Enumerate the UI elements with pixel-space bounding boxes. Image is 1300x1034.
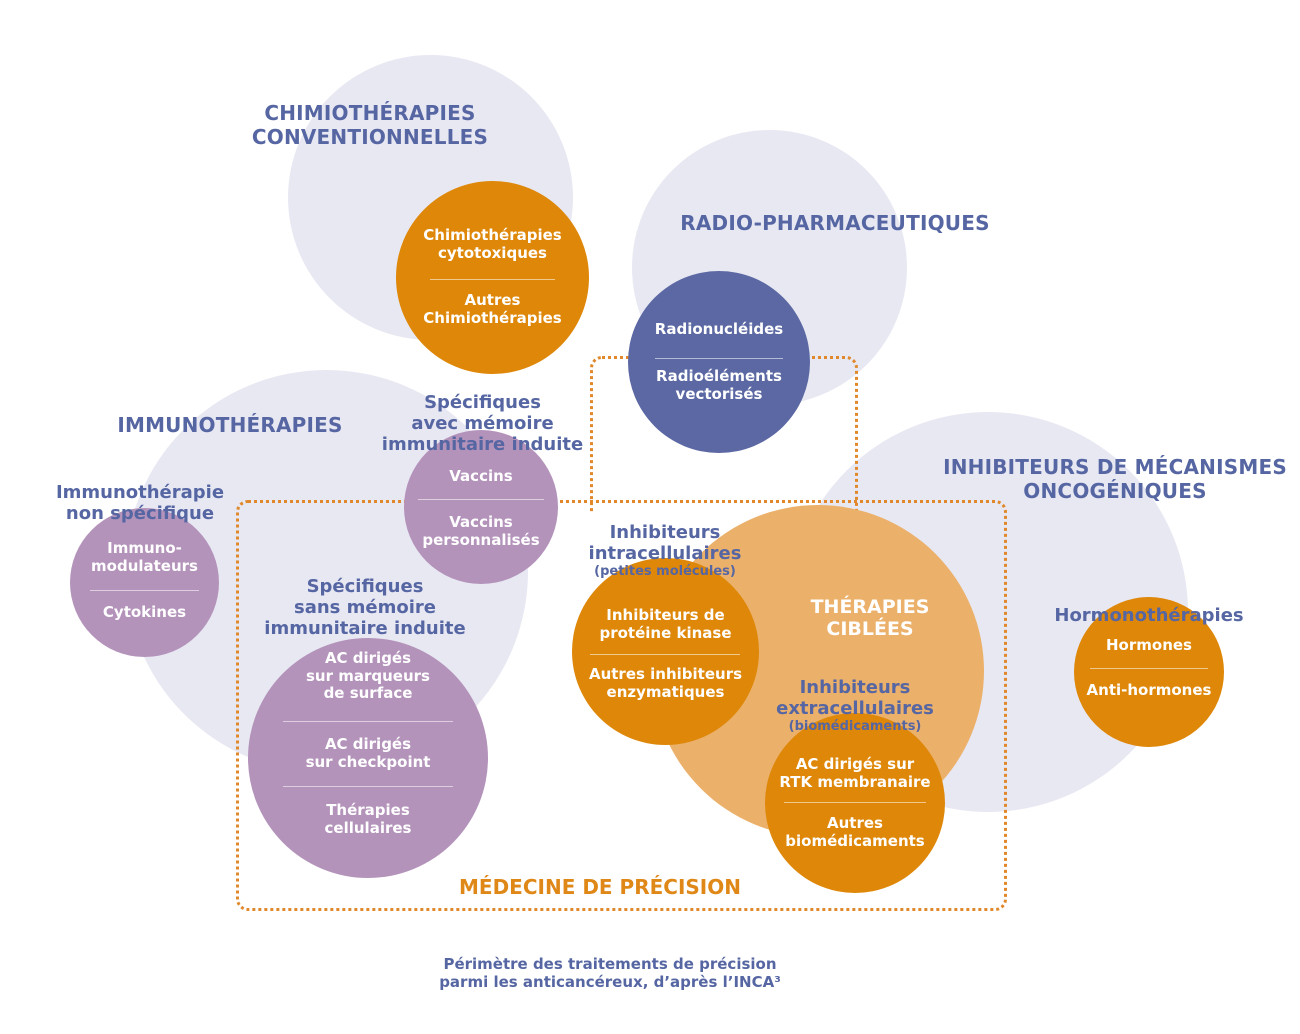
intra-item-enzymatiques: Autres inhibiteurs enzymatiques (588, 665, 743, 701)
extra-item-rtk: AC dirigés sur RTK membranaire (779, 755, 931, 791)
radio-item-radioelements: Radioéléments vectorisés (656, 367, 782, 403)
chimio-item-autres: Autres Chimiothérapies (423, 291, 562, 327)
ac-item-marqueurs: AC dirigés sur marqueurs de surface (306, 649, 430, 703)
chimio-item-cytotoxiques: Chimiothérapies cytotoxiques (423, 226, 562, 262)
immuno-title: IMMUNOTHÉRAPIES (117, 413, 343, 437)
intra-separator (590, 654, 740, 655)
ac-item-cellulaires: Thérapies cellulaires (324, 801, 412, 837)
intra-circle (572, 558, 759, 745)
immuno-sans-memoire-label: Spécifiques sans mémoire immunitaire ind… (264, 576, 466, 640)
vaccins-circle (404, 430, 558, 584)
inhib-title: INHIBITEURS DE MÉCANISMES ONCOGÉNIQUES (943, 455, 1287, 503)
intra-label: Inhibiteurs intracellulaires (petites mo… (588, 522, 742, 580)
intra-item-kinase: Inhibiteurs de protéine kinase (599, 606, 732, 642)
radio-item-radionucleides: Radionucléides (654, 320, 784, 338)
extra-label: Inhibiteurs extracellulaires (biomédicam… (776, 677, 934, 735)
immuno-item-cytokines: Cytokines (102, 603, 187, 621)
immuno-nonspec-circle (70, 508, 219, 657)
precision-border-main (236, 500, 1007, 911)
immuno-nonspec-label: Immunothérapie non spécifique (55, 482, 225, 525)
chimio-separator (430, 279, 555, 280)
vaccins-separator (418, 499, 544, 500)
radio-title: RADIO-PHARMACEUTIQUES (680, 211, 990, 235)
therapies-ciblees-label: THÉRAPIES CIBLÉES (810, 596, 930, 641)
extra-separator (784, 802, 926, 803)
hormono-label: Hormonothérapies (1054, 605, 1244, 626)
precision-border-cover (593, 500, 849, 504)
immuno-nonspec-separator (90, 590, 199, 591)
hormono-item-hormones: Hormones (1106, 636, 1192, 654)
immuno-avec-memoire-label: Spécifiques avec mémoire immunitaire ind… (381, 392, 584, 456)
radio-separator (655, 358, 783, 359)
chimio-circle (396, 181, 589, 374)
ac-separator-1 (283, 721, 453, 722)
extra-item-biomedicaments: Autres biomédicaments (785, 814, 925, 850)
immuno-item-modulateurs: Immuno- modulateurs (91, 539, 198, 575)
hormono-separator (1090, 668, 1208, 669)
caption: Périmètre des traitements de précision p… (439, 955, 781, 991)
radio-circle (628, 271, 810, 453)
precision-label: MÉDECINE DE PRÉCISION (459, 875, 741, 899)
ac-circle (248, 638, 488, 878)
hormono-item-antihormones: Anti-hormones (1086, 681, 1212, 699)
chimio-title: CHIMIOTHÉRAPIES CONVENTIONNELLES (251, 101, 489, 149)
vaccins-item: Vaccins (449, 467, 513, 485)
hormono-circle (1074, 597, 1224, 747)
ac-item-checkpoint: AC dirigés sur checkpoint (305, 735, 431, 771)
vaccins-personnalises-item: Vaccins personnalisés (422, 513, 540, 549)
ac-separator-2 (283, 786, 453, 787)
extra-circle (765, 713, 945, 893)
